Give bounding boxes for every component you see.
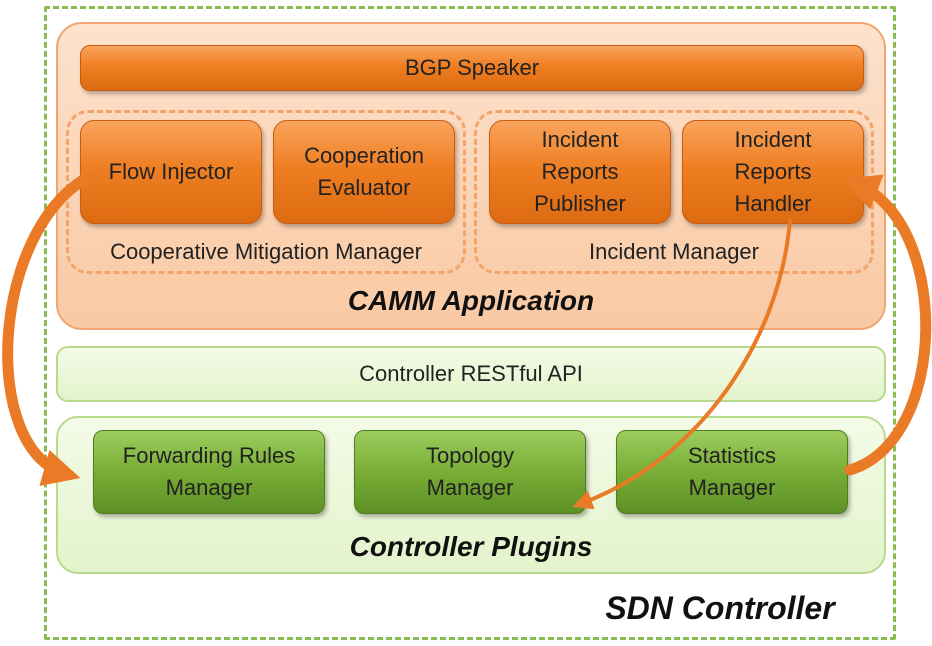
camm-application-title: CAMM Application: [347, 285, 595, 316]
cooperation-evaluator-line-1: Cooperation: [304, 143, 424, 168]
controller-restful-api-bar[interactable]: Controller RESTful API: [56, 346, 886, 402]
bgp-speaker-label: BGP Speaker: [404, 55, 540, 80]
incident-reports-handler-box[interactable]: Incident Reports Handler: [682, 120, 864, 224]
controller-restful-api-label: Controller RESTful API: [359, 361, 583, 386]
forwarding-rules-manager-line-2: Manager: [165, 475, 253, 500]
controller-plugins-title: Controller Plugins: [349, 531, 593, 562]
flow-injector-label: Flow Injector: [108, 159, 234, 184]
cooperation-evaluator-line-2: Evaluator: [317, 175, 411, 200]
sdn-controller-title: SDN Controller: [605, 590, 835, 626]
incident-reports-publisher-box[interactable]: Incident Reports Publisher: [489, 120, 671, 224]
cooperative-mitigation-manager-label: Cooperative Mitigation Manager: [110, 239, 422, 264]
incident-reports-handler-line-1: Incident: [734, 127, 812, 152]
topology-manager-line-2: Manager: [426, 475, 514, 500]
topology-manager-line-1: Topology: [425, 443, 515, 468]
incident-reports-publisher-line-3: Publisher: [534, 191, 626, 216]
forwarding-rules-manager-box[interactable]: Forwarding Rules Manager: [93, 430, 325, 514]
incident-reports-handler-line-2: Reports: [734, 159, 812, 184]
bgp-speaker-box[interactable]: BGP Speaker: [80, 45, 864, 91]
incident-manager-label: Incident Manager: [589, 239, 759, 264]
incident-reports-publisher-line-2: Reports: [541, 159, 619, 184]
topology-manager-box[interactable]: Topology Manager: [354, 430, 586, 514]
statistics-manager-box[interactable]: Statistics Manager: [616, 430, 848, 514]
cooperation-evaluator-box[interactable]: Cooperation Evaluator: [273, 120, 455, 224]
statistics-manager-line-1: Statistics: [687, 443, 777, 468]
incident-reports-publisher-line-1: Incident: [541, 127, 619, 152]
forwarding-rules-manager-line-1: Forwarding Rules: [122, 443, 296, 468]
flow-injector-box[interactable]: Flow Injector: [80, 120, 262, 224]
incident-reports-handler-line-3: Handler: [734, 191, 812, 216]
statistics-manager-line-2: Manager: [688, 475, 776, 500]
